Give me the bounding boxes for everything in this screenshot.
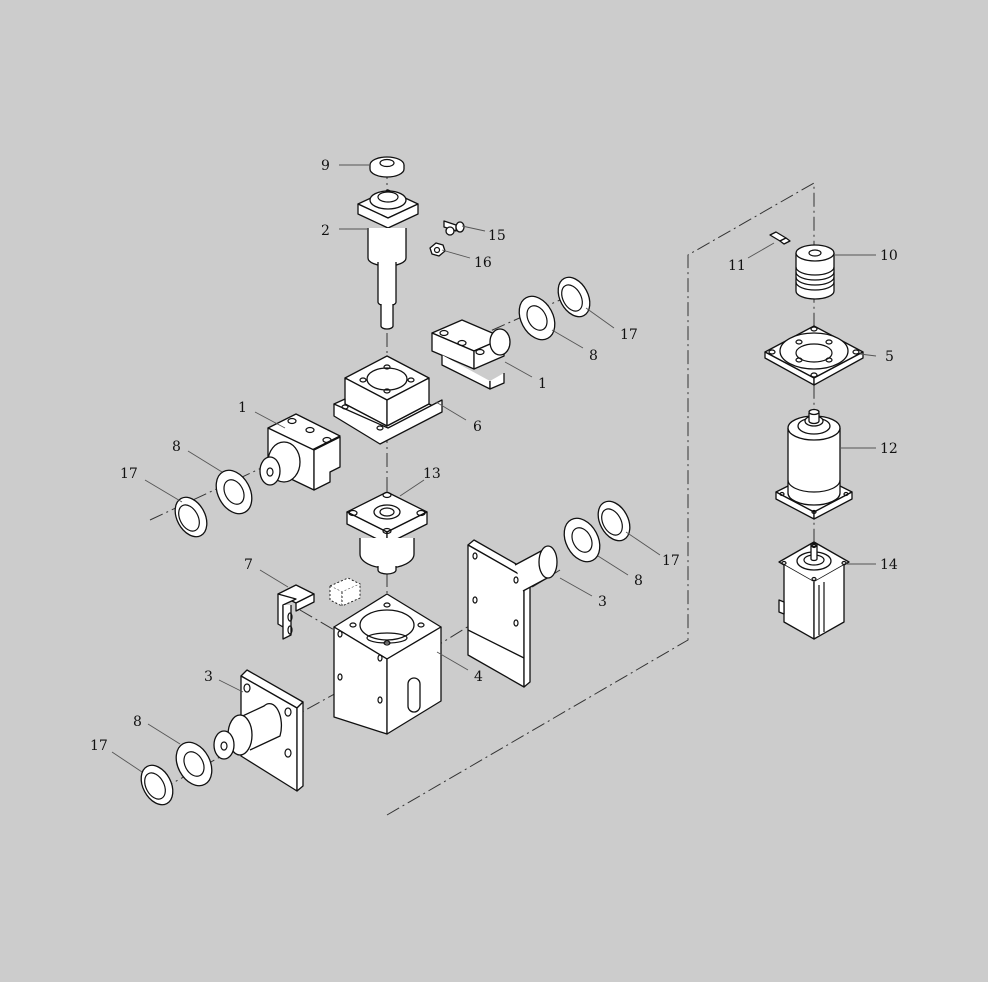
part-17-locknut-left xyxy=(174,496,208,538)
callout-8: 8 xyxy=(589,348,598,364)
callout-8: 8 xyxy=(133,714,142,730)
callout-17: 17 xyxy=(90,738,108,754)
part-17-locknut-lower xyxy=(140,764,174,806)
callout-12: 12 xyxy=(880,441,898,457)
part-3-end-plate-right xyxy=(467,539,558,688)
part-10-coupling xyxy=(795,244,835,300)
part-16-nut xyxy=(429,242,446,257)
callout-1: 1 xyxy=(238,400,247,416)
part-17-locknut-upper xyxy=(557,276,591,318)
callout-17: 17 xyxy=(620,327,638,343)
part-5-adapter-plate xyxy=(764,325,864,386)
callout-11: 11 xyxy=(728,258,746,274)
part-14-servo-motor xyxy=(778,541,850,640)
callout-13: 13 xyxy=(423,466,441,482)
callout-6: 6 xyxy=(473,419,482,435)
part-1-bearing-block-left xyxy=(259,413,341,491)
part-7-bracket xyxy=(277,584,315,640)
callout-8: 8 xyxy=(634,573,643,589)
callout-16: 16 xyxy=(474,255,492,271)
leader-lines xyxy=(111,164,877,773)
part-4-housing-cube xyxy=(333,593,442,735)
callout-15: 15 xyxy=(488,228,506,244)
callout-3: 3 xyxy=(598,594,607,610)
callout-9: 9 xyxy=(321,158,330,174)
callout-17: 17 xyxy=(662,553,680,569)
part-17-locknut-right xyxy=(597,500,631,542)
sensor-dashed xyxy=(328,577,362,607)
part-8-washer-left xyxy=(215,469,253,515)
callout-labels: 9 2 15 16 17 8 1 6 1 8 17 13 7 17 8 3 4 … xyxy=(90,158,898,754)
part-8-washer-upper xyxy=(518,295,556,341)
callout-3: 3 xyxy=(204,669,213,685)
callout-7: 7 xyxy=(244,557,253,573)
callout-5: 5 xyxy=(885,349,894,365)
part-11-screw xyxy=(769,231,791,245)
callout-10: 10 xyxy=(880,248,898,264)
part-3-end-plate-left xyxy=(213,669,304,792)
callout-1: 1 xyxy=(538,376,547,392)
part-15-fitting xyxy=(443,220,465,236)
part-8-washer-right xyxy=(563,517,601,563)
part-8-washer-lower xyxy=(175,741,213,787)
callout-2: 2 xyxy=(321,223,330,239)
callout-4: 4 xyxy=(474,669,483,685)
part-2-flanged-shaft xyxy=(357,189,419,330)
part-1-bearing-block-upper xyxy=(431,319,511,390)
part-9-cap xyxy=(369,156,405,178)
callout-17: 17 xyxy=(120,466,138,482)
part-12-gearbox xyxy=(775,408,853,520)
callout-14: 14 xyxy=(880,557,898,573)
part-6-base-block xyxy=(333,355,443,445)
part-13-flange-housing xyxy=(346,491,428,575)
callout-8: 8 xyxy=(172,439,181,455)
